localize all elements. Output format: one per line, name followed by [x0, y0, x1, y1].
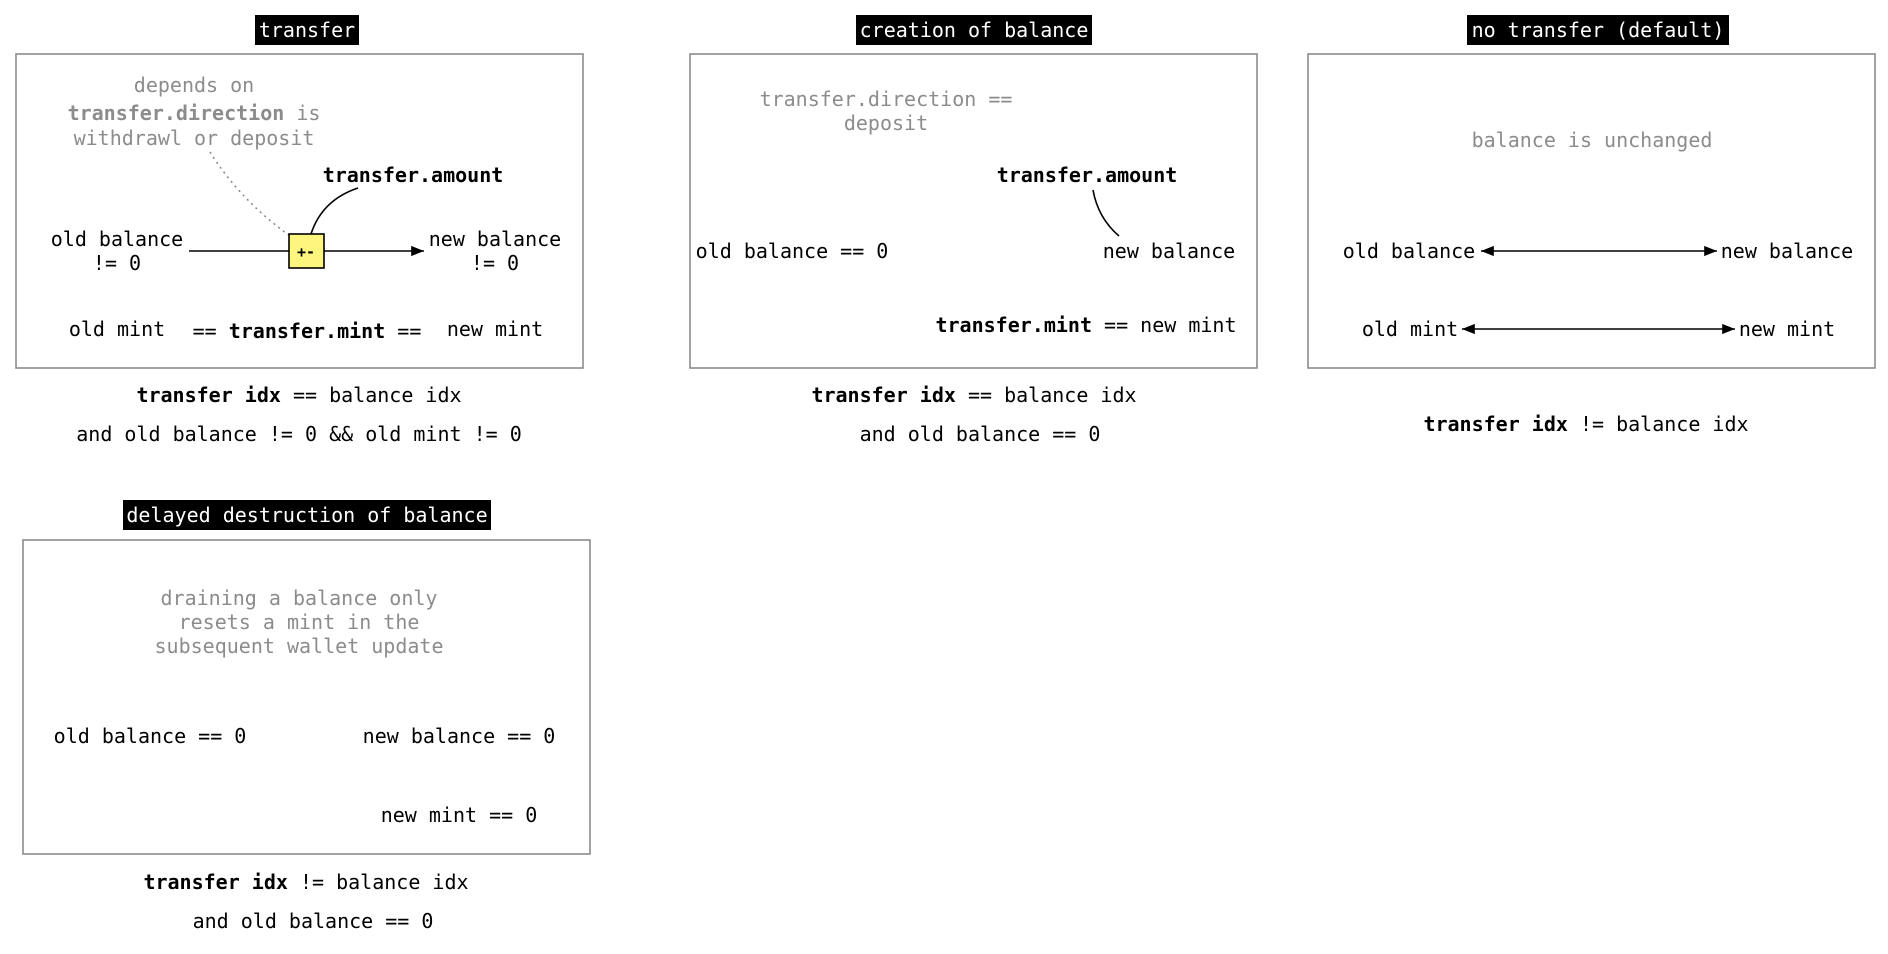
panel-transfer: transfer depends on transfer.direction i… [15, 15, 584, 446]
transfer-old-balance-line-2: != 0 [93, 251, 141, 275]
creation-condition-idx: transfer idx [811, 383, 956, 407]
delayed-condition-2: and old balance == 0 [193, 909, 434, 933]
delayed-note-line-3: subsequent wallet update [155, 634, 444, 658]
creation-old-balance: old balance == 0 [696, 239, 889, 263]
transfer-old-balance-line-1: old balance [51, 227, 183, 251]
transfer-old-mint: old mint [69, 317, 165, 341]
no-transfer-condition: transfer idx != balance idx [1423, 412, 1748, 436]
no-transfer-condition-idx-rest: != balance idx [1568, 412, 1749, 436]
creation-note-line-1: transfer.direction == [760, 87, 1013, 111]
creation-panel-frame [689, 53, 1258, 369]
transfer-note-connector [209, 151, 291, 237]
creation-amount-connector [1092, 189, 1120, 237]
no-transfer-note: balance is unchanged [1472, 128, 1713, 152]
creation-condition-idx-rest: == balance idx [956, 383, 1137, 407]
transfer-title: transfer [259, 18, 355, 42]
transfer-mint-prefix: == [193, 319, 229, 343]
delayed-condition-idx-rest: != balance idx [288, 870, 469, 894]
panel-delayed-destruction: delayed destruction of balance draining … [22, 500, 591, 933]
transfer-condition-1: transfer idx == balance idx [136, 383, 461, 407]
creation-amount-label: transfer.amount [997, 163, 1178, 187]
delayed-condition-idx: transfer idx [143, 870, 288, 894]
transfer-condition-idx-rest: == balance idx [281, 383, 462, 407]
delayed-new-balance: new balance == 0 [363, 724, 556, 748]
delayed-new-mint: new mint == 0 [381, 803, 538, 827]
delayed-condition-1: transfer idx != balance idx [143, 870, 468, 894]
creation-new-balance: new balance [1103, 239, 1235, 263]
no-transfer-new-mint: new mint [1739, 317, 1835, 341]
delayed-note-line-2: resets a mint in the [179, 610, 420, 634]
transfer-condition-idx: transfer idx [136, 383, 281, 407]
transfer-new-balance-line-2: != 0 [471, 251, 519, 275]
transfer-panel-frame [15, 53, 584, 369]
creation-mint-label: transfer.mint [935, 313, 1092, 337]
creation-mint-equation: transfer.mint == new mint [935, 313, 1236, 337]
delayed-note-line-1: draining a balance only [161, 586, 438, 610]
panel-no-transfer: no transfer (default) balance is unchang… [1307, 15, 1876, 436]
creation-condition-2: and old balance == 0 [860, 422, 1101, 446]
creation-mint-rest: == new mint [1092, 313, 1237, 337]
transfer-mint-equation: == transfer.mint == [193, 319, 422, 343]
delayed-old-balance: old balance == 0 [54, 724, 247, 748]
delayed-panel-frame [22, 539, 591, 855]
no-transfer-title: no transfer (default) [1472, 18, 1725, 42]
transfer-title-background [255, 15, 359, 45]
no-transfer-new-balance: new balance [1721, 239, 1853, 263]
delayed-title: delayed destruction of balance [126, 503, 487, 527]
no-transfer-panel-frame [1307, 53, 1876, 369]
no-transfer-condition-idx: transfer idx [1423, 412, 1568, 436]
transfer-amount-label: transfer.amount [323, 163, 504, 187]
transfer-note-line-2: transfer.direction is [68, 101, 321, 125]
no-transfer-old-mint: old mint [1362, 317, 1458, 341]
creation-condition-1: transfer idx == balance idx [811, 383, 1136, 407]
transfer-note-line-3: withdrawl or deposit [74, 126, 315, 150]
transfer-amount-connector [310, 187, 359, 235]
transfer-note-is: is [284, 101, 320, 125]
transfer-operator-symbol: +- [297, 243, 315, 261]
transfer-new-balance-line-1: new balance [429, 227, 561, 251]
delayed-title-background [123, 500, 491, 530]
creation-title: creation of balance [860, 18, 1089, 42]
transfer-note-line-1: depends on [134, 73, 254, 97]
creation-title-background [856, 15, 1092, 45]
panel-creation: creation of balance transfer.direction =… [689, 15, 1258, 446]
transfer-new-mint: new mint [447, 317, 543, 341]
no-transfer-old-balance: old balance [1343, 239, 1475, 263]
transfer-condition-2: and old balance != 0 && old mint != 0 [76, 422, 522, 446]
transfer-mint-label: transfer.mint [229, 319, 386, 343]
transfer-note-direction: transfer.direction [68, 101, 285, 125]
creation-note-line-2: deposit [844, 111, 928, 135]
transfer-mint-suffix: == [385, 319, 421, 343]
no-transfer-title-background [1467, 15, 1729, 45]
